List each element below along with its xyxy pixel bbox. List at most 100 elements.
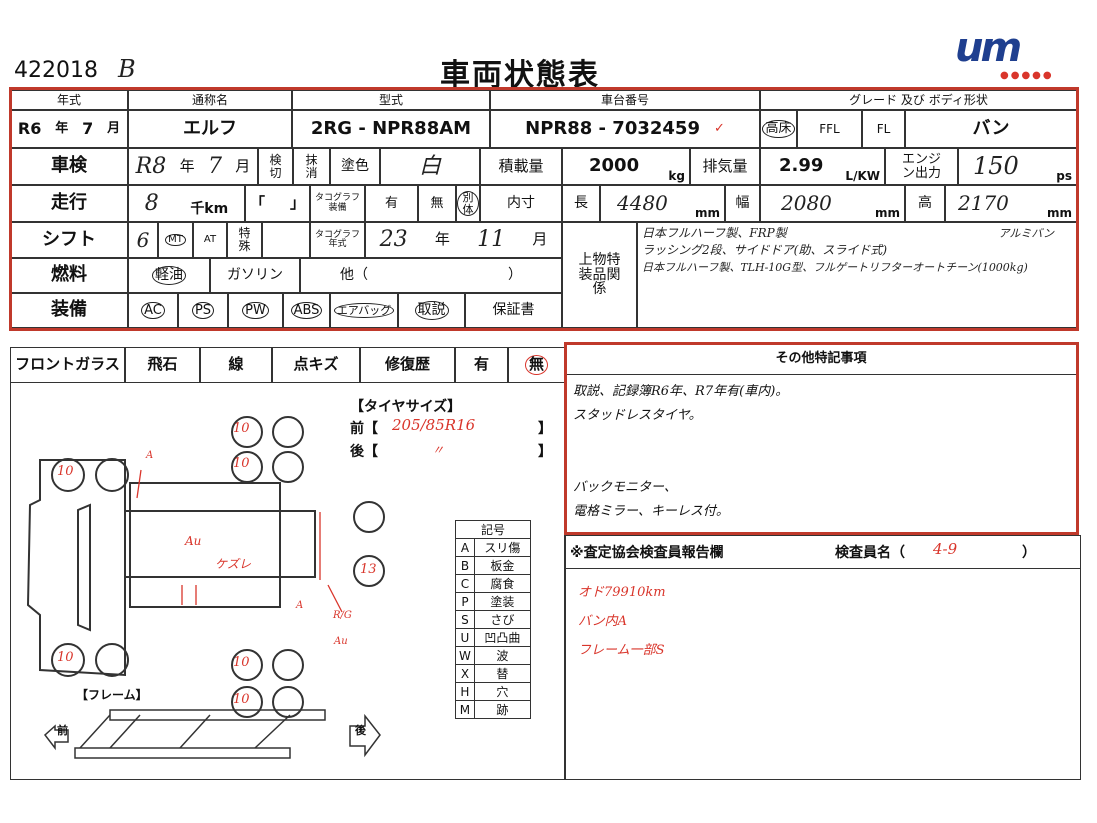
length-label: 長 (562, 185, 600, 222)
model-label: 型式 (292, 90, 490, 110)
wheel-mark: 10 (57, 464, 74, 479)
wheel (353, 555, 385, 587)
damage-marks (136, 469, 343, 613)
legend-meaning: 腐食 (473, 574, 532, 593)
legend-code: X (455, 664, 475, 683)
legend-meaning: スリ傷 (473, 538, 532, 557)
width-unit: mm (874, 206, 900, 221)
bracket-open: 「 (250, 193, 266, 212)
inspector-header (565, 535, 1081, 569)
frame-body (124, 510, 316, 578)
legend-meaning: 替 (473, 664, 532, 683)
legend-title: 記号 (455, 520, 531, 539)
height-label: 高 (905, 185, 945, 222)
lot-suffix: B (118, 55, 136, 83)
legend-code: C (455, 574, 475, 593)
wheel (272, 686, 304, 718)
wheel-mark: 10 (233, 456, 250, 471)
wheel (272, 649, 304, 681)
frame-drawing (43, 709, 381, 759)
tacho-month: 11 (477, 227, 506, 253)
special-notes-body: 取説、記録簿R6年、R7年有(車内)。 スタッドレスタイヤ。 バックモニター、 … (573, 380, 1073, 524)
month-unit: 月 (107, 121, 121, 137)
tacho-yes: 有 (365, 185, 418, 222)
logo-dots: ●●●●● (1000, 70, 1054, 81)
mileage-bracket: 「」 (245, 185, 310, 222)
frame-front-label: 前 (57, 724, 68, 737)
legend-meaning: 板金 (473, 556, 532, 575)
wheel (231, 649, 263, 681)
repair-yes: 有 (455, 347, 508, 383)
body-special-label: 上物特装品関係 (562, 222, 637, 328)
cargo-bed (129, 482, 281, 608)
equip-manual: 取説 (398, 293, 465, 328)
inspector-panel (565, 535, 1081, 780)
equip-abs: ABS (283, 293, 330, 328)
damage-note: A (146, 450, 154, 461)
special-note-line: バックモニター、 (573, 480, 677, 495)
legend-code: M (455, 700, 475, 719)
damage-note: Au (334, 636, 348, 647)
glass-chip: 飛石 (125, 347, 200, 383)
chassis-number: NPR88 - 7032459 ✓ (490, 110, 760, 148)
tacho-month-unit: 月 (532, 230, 548, 249)
legend-meaning: 跡 (473, 700, 532, 719)
logo: um (955, 25, 1022, 71)
body-special-line: 日本フルハーフ製、TLH-10G型、フルゲートリフターオートチーン(1000kg… (642, 261, 1028, 274)
wheel (353, 501, 385, 533)
wheel (272, 416, 304, 448)
chassis-number-text: NPR88 - 7032459 (525, 117, 700, 139)
tire-rear-label: 後【 (350, 444, 378, 460)
width-number: 2080 (781, 191, 832, 215)
legend-meaning: 塗装 (473, 592, 532, 611)
model-code: 2RG - NPR88AM (292, 110, 490, 148)
height-number: 2170 (958, 191, 1009, 215)
load-label: 積載量 (480, 148, 562, 185)
tacho-separate-text: 別体 (457, 190, 479, 217)
shift-special: 特殊 (227, 222, 262, 258)
shift-at: AT (193, 222, 227, 258)
wheel (231, 416, 263, 448)
mileage-number: 8 (144, 190, 159, 216)
legend-code: P (455, 592, 475, 611)
cab-outline (26, 459, 126, 677)
load-number: 2000 (589, 155, 640, 177)
inspector-name-label: 検査員名（ (835, 545, 905, 561)
equip-manual-text: 取説 (414, 301, 449, 320)
equip-pw-text: PW (242, 301, 269, 320)
rear-arrow (349, 713, 381, 758)
legend-code: S (455, 610, 475, 629)
legend-code: W (455, 646, 475, 665)
truck-diagram (26, 416, 385, 759)
engine-output-number: 150 (973, 151, 1019, 180)
year-month: 7 (82, 118, 94, 138)
fuel-diesel-text: 軽油 (152, 266, 186, 285)
year-unit: 年 (55, 121, 69, 137)
body-special-notes: 日本フルハーフ製、FRP製 ラッシング2段、サイドドア(助、スライド式) 日本フ… (637, 222, 1077, 328)
tire-front-value: 205/85R16 (392, 416, 476, 434)
equip-abs-text: ABS (290, 301, 323, 320)
shift-mt-text: MT (165, 233, 186, 247)
length-number: 4480 (617, 191, 668, 215)
fuel-diesel: 軽油 (128, 258, 210, 293)
special-notes-frame (564, 342, 1079, 535)
bracket-close: 」 (289, 193, 305, 212)
tacho-year-label: タコグラフ年式 (310, 222, 365, 258)
repair-no: 無 (508, 347, 565, 383)
frame-rear-label: 後 (355, 724, 366, 737)
width-label: 幅 (725, 185, 760, 222)
grade-fl: FL (862, 110, 905, 148)
legend-meaning: 波 (473, 646, 532, 665)
legend-meaning: さび (473, 610, 532, 629)
inspection-era: R8 (135, 153, 167, 179)
tacho-separate: 別体 (456, 185, 480, 222)
inspector-note-line: オド79910km (578, 585, 666, 600)
check-mark: ✓ (713, 121, 725, 137)
equip-ac-text: AC (141, 301, 165, 320)
